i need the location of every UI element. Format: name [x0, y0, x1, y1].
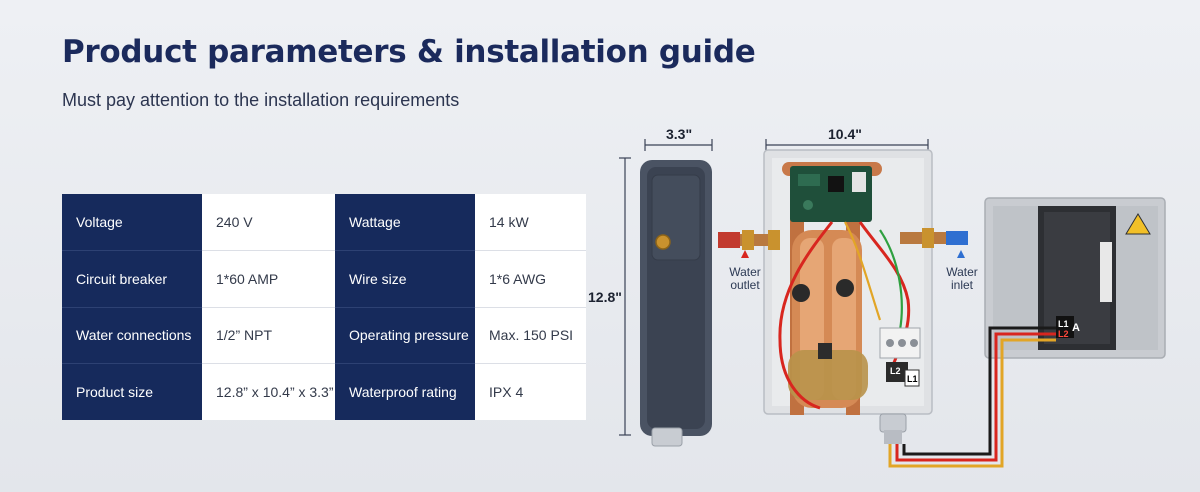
water-pipes [718, 231, 968, 248]
breaker-a-label: A [1072, 322, 1080, 334]
spec-label: Water connections [62, 306, 202, 364]
spec-label: Product size [62, 363, 202, 420]
water-inlet-label: Water inlet [940, 266, 984, 292]
pressure-valve-icon [655, 234, 671, 250]
table-row: Water connections 1/2” NPT Operating pre… [62, 306, 586, 364]
spec-value: Max. 150 PSI [475, 306, 586, 364]
hot-arrow-icon [741, 250, 749, 258]
spec-value: 240 V [202, 194, 335, 251]
spec-value: 14 kW [475, 194, 586, 251]
spec-label: Operating pressure [335, 306, 475, 364]
water-outlet-line1: Water [729, 265, 761, 279]
heater-side-view [640, 160, 712, 447]
spec-value: 1/2” NPT [202, 306, 335, 364]
table-row: Voltage 240 V Wattage 14 kW [62, 194, 586, 251]
water-outlet-line2: outlet [730, 278, 760, 292]
water-outlet-label: Water outlet [722, 266, 768, 292]
water-inlet-line2: inlet [950, 278, 973, 292]
spec-value: 1*60 AMP [202, 250, 335, 307]
heater-front-view: L2 L1 [735, 149, 948, 444]
spec-value: IPX 4 [475, 363, 586, 420]
spec-label: Circuit breaker [62, 250, 202, 307]
spec-label: Voltage [62, 194, 202, 251]
spec-label: Wire size [335, 250, 475, 307]
width-dimension-line [765, 139, 929, 151]
page-subtitle: Must pay attention to the installation r… [62, 90, 460, 110]
table-row: Circuit breaker 1*60 AMP Wire size 1*6 A… [62, 250, 586, 307]
spec-label: Waterproof rating [335, 363, 475, 420]
depth-dimension-label: 3.3" [666, 126, 693, 142]
width-dimension-label: 10.4" [828, 126, 862, 142]
breaker-l1-label: L1 [1058, 319, 1069, 329]
depth-dimension-line [644, 139, 713, 151]
spec-label: Wattage [335, 194, 475, 251]
terminal-l1-label: L1 [907, 374, 918, 384]
high-voltage-icon [1125, 213, 1151, 235]
spec-value: 1*6 AWG [475, 250, 586, 307]
water-inlet-line1: Water [946, 265, 978, 279]
breaker-panel: L1 L2 A [984, 197, 1166, 359]
page-title: Product parameters & installation guide [62, 34, 756, 70]
spec-table: Voltage 240 V Wattage 14 kW Circuit brea… [62, 194, 586, 420]
spec-value: 12.8” x 10.4” x 3.3” [202, 363, 335, 420]
terminal-l2-label: L2 [890, 366, 901, 376]
breaker-l2-label: L2 [1058, 329, 1069, 339]
height-dimension-line [619, 157, 631, 436]
table-row: Product size 12.8” x 10.4” x 3.3” Waterp… [62, 363, 586, 420]
cold-arrow-icon [957, 250, 965, 258]
power-wires [888, 326, 1056, 468]
height-dimension-label: 12.8" [588, 289, 622, 305]
